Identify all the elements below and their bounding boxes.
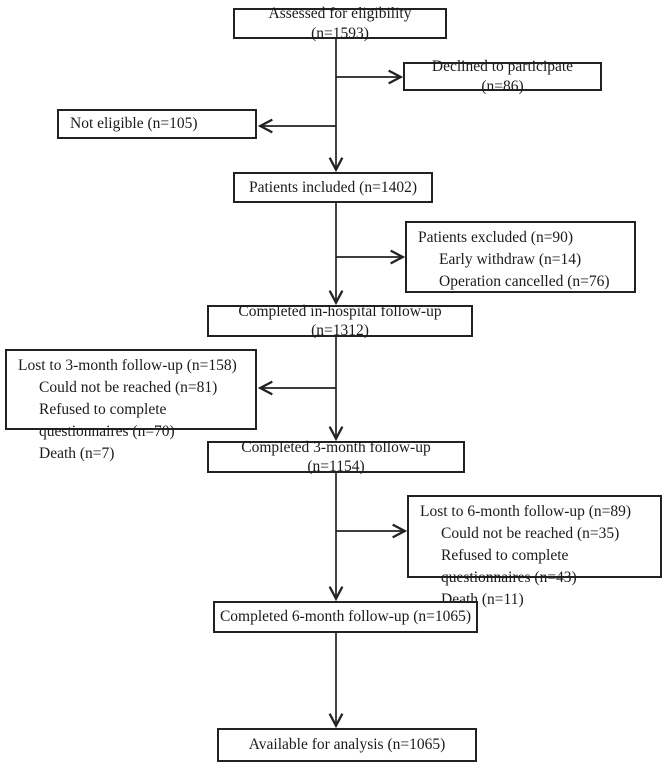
box-completed-6month-followup: Completed 6-month follow-up (n=1065): [213, 601, 478, 633]
box-completed-inhospital-followup: Completed in-hospital follow-up (n=1312): [207, 303, 473, 339]
box-lost-6month-title: Lost to 6-month follow-up (n=89): [420, 503, 632, 520]
box-lost-3month-followup: Lost to 3-month follow-up (n=158) Could …: [5, 349, 257, 462]
box-patients-excluded: Patients excluded (n=90) Early withdraw …: [405, 221, 636, 293]
box-not-eligible: Not eligible (n=105): [57, 109, 257, 139]
box-patients-included-label: Patients included (n=1402): [248, 178, 418, 196]
box-lost-3month-title: Lost to 3-month follow-up (n=158): [18, 357, 237, 374]
box-declined-to-participate: Declined to participate (n=86): [403, 58, 602, 95]
box-available-for-analysis-label: Available for analysis (n=1065): [248, 736, 446, 754]
box-lost-3month-item: Refused to complete questionnaires (n=70…: [39, 401, 175, 440]
box-completed-inhospital-followup-label: Completed in-hospital follow-up (n=1312): [238, 302, 442, 339]
box-lost-3month-item: Could not be reached (n=81): [39, 379, 218, 396]
box-not-eligible-label: Not eligible (n=105): [70, 115, 198, 133]
box-declined-to-participate-label: Declined to participate (n=86): [431, 58, 574, 95]
box-assessed-eligibility-label: Assessed for eligibility (n=1593): [268, 5, 412, 42]
box-lost-6month-item: Refused to complete questionnaires (n=43…: [441, 547, 577, 586]
box-patients-excluded-title: Patients excluded (n=90): [418, 229, 574, 246]
box-available-for-analysis: Available for analysis (n=1065): [217, 728, 477, 762]
box-assessed-eligibility: Assessed for eligibility (n=1593): [233, 5, 447, 42]
box-patients-excluded-item: Operation cancelled (n=76): [439, 273, 610, 290]
box-lost-6month-followup: Lost to 6-month follow-up (n=89) Could n…: [407, 495, 662, 608]
box-completed-6month-followup-label: Completed 6-month follow-up (n=1065): [219, 608, 472, 626]
box-lost-6month-item: Could not be reached (n=35): [441, 525, 620, 542]
box-completed-3month-followup: Completed 3-month follow-up (n=1154): [207, 439, 465, 475]
box-completed-3month-followup-label: Completed 3-month follow-up (n=1154): [241, 438, 431, 475]
box-patients-excluded-item: Early withdraw (n=14): [439, 251, 582, 268]
box-patients-included: Patients included (n=1402): [233, 172, 433, 203]
box-lost-3month-item: Death (n=7): [39, 445, 115, 462]
